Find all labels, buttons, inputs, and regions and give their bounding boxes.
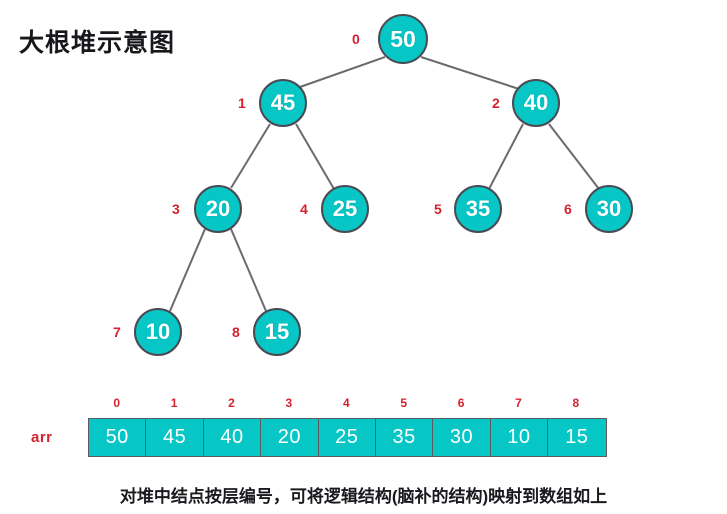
array-index-5: 5 [400,396,408,410]
tree-node-value: 40 [523,90,549,115]
array-index-7: 7 [515,396,522,410]
tree-edge-0-2 [420,56,520,90]
tree-node-value: 25 [332,196,358,221]
array-index-4: 4 [342,396,350,410]
tree-node-3: 20 [194,185,242,233]
array-cell-4: 25 [319,419,376,456]
tree-node-4: 25 [321,185,369,233]
array-index-3: 3 [285,396,293,410]
tree-edge-2-6 [548,123,600,190]
tree-node-index-7: 7 [113,324,121,340]
array-index-0: 0 [113,396,121,410]
tree-node-value: 35 [465,196,491,221]
array-index-8: 8 [572,396,580,410]
array-cell-1: 45 [146,419,204,456]
tree-node-index-8: 8 [232,324,240,340]
diagram-caption: 对堆中结点按层编号，可将逻辑结构(脑补的结构)映射到数组如上 [119,487,608,506]
tree-edge-3-8 [230,228,267,312]
array-cell-7: 10 [491,419,549,456]
array-index-2: 2 [228,396,235,410]
tree-node-value: 20 [205,196,231,221]
tree-node-8: 15 [253,308,301,356]
tree-node-value: 10 [145,319,171,344]
tree-node-index-1: 1 [238,95,246,111]
tree-node-0: 50 [378,14,428,64]
tree-node-index-4: 4 [300,201,308,217]
tree-node-index-6: 6 [564,201,572,217]
tree-edge-1-3 [230,123,271,189]
tree-node-value: 30 [596,196,622,221]
array-index-6: 6 [457,396,465,410]
page-title: 大根堆示意图 [19,29,176,57]
tree-node-1: 45 [259,79,307,127]
tree-edge-1-4 [295,123,335,190]
array-cell-3: 20 [261,419,319,456]
tree-node-value: 45 [270,90,296,115]
tree-node-index-0: 0 [352,31,360,47]
tree-node-index-5: 5 [434,201,442,217]
tree-node-index-2: 2 [492,95,500,111]
tree-node-index-3: 3 [172,201,180,217]
array-name-label: arr [31,429,53,446]
tree-edge-0-1 [299,56,386,88]
array-index-1: 1 [170,396,178,410]
tree-node-value: 15 [264,319,290,344]
array-cell-8: 15 [565,426,589,448]
array-cell-2: 40 [204,419,262,456]
tree-node-6: 30 [585,185,633,233]
tree-node-5: 35 [454,185,502,233]
tree-node-value: 50 [390,25,416,52]
array-cell-5: 35 [376,419,434,456]
array-cell-0: 50 [89,419,147,456]
array-cell-6: 30 [433,419,491,456]
tree-node-7: 10 [134,308,182,356]
tree-node-2: 40 [512,79,560,127]
tree-edge-3-7 [169,228,206,312]
tree-edge-2-5 [488,123,524,190]
